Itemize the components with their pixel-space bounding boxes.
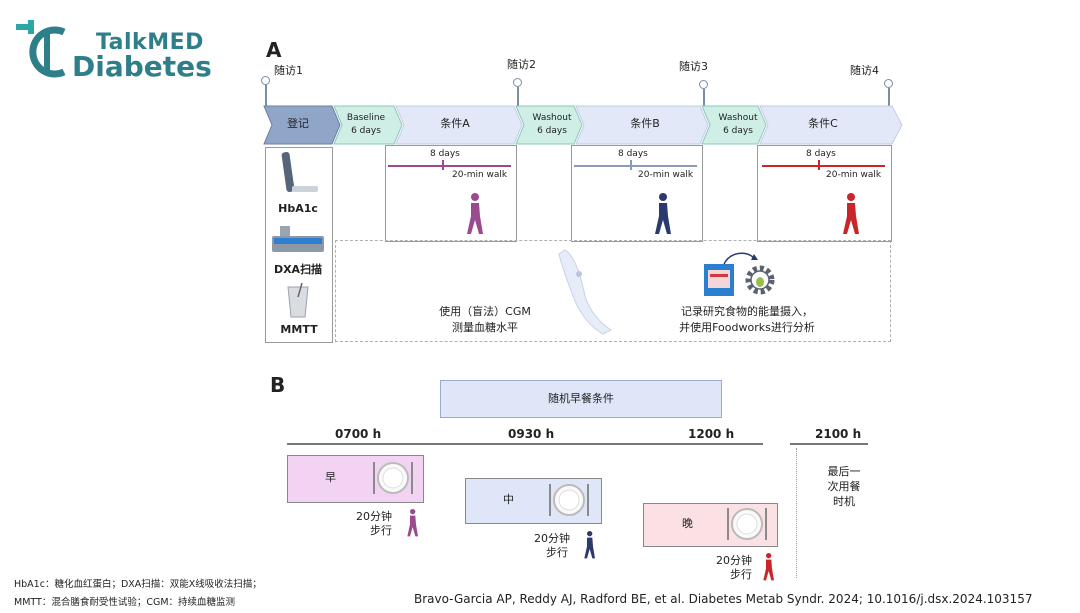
- logo-mark-icon: [16, 20, 66, 78]
- food-text-line-2: 并使用Foodworks进行分析: [679, 321, 815, 334]
- phase-chevron-cond-c: [759, 105, 903, 145]
- condition-a-days: 8 days: [430, 149, 460, 159]
- logo-text-talkmed: TalkMED: [96, 30, 204, 55]
- last-meal-label: 最后一 次用餐 时机: [827, 465, 861, 508]
- visit-pin-line-4: [888, 88, 890, 107]
- phase-chevron-washout-2: [701, 105, 767, 145]
- cgm-arm-icon: [558, 249, 612, 335]
- phase-chevron-baseline: [333, 105, 403, 145]
- walk-dinner-line-1: 20分钟: [716, 554, 752, 567]
- visit-pin-4: [884, 79, 893, 88]
- food-diary-icon: [704, 264, 734, 296]
- condition-c-walk: 20-min walk: [826, 170, 882, 180]
- walk-lunch-line-1: 20分钟: [534, 532, 570, 545]
- condition-b-line: [574, 165, 697, 167]
- plate-icon-lunch: [549, 484, 589, 516]
- phase-label-washout-2: Washout 6 days: [718, 113, 758, 136]
- phase-label-cond-a: 条件A: [440, 117, 470, 130]
- visit-label-2: 随访2: [507, 58, 536, 71]
- phase-label-enroll: 登记: [287, 117, 309, 130]
- walker-a-icon: [467, 193, 483, 234]
- cgm-text-line-2: 测量血糖水平: [452, 321, 518, 334]
- measure-dxa: DXA扫描: [273, 263, 323, 276]
- condition-b-days: 8 days: [618, 149, 648, 159]
- walker-b-icon: [655, 193, 671, 234]
- visit-pin-line-1: [265, 85, 267, 107]
- dxa-scanner-icon: [272, 226, 324, 252]
- arrow-curve-icon: [723, 252, 758, 265]
- plate-icon-dinner: [727, 508, 767, 540]
- walker-lunch-icon: [584, 531, 595, 559]
- visit-pin-line-2: [517, 87, 519, 107]
- visit-pin-2: [513, 78, 522, 87]
- logo-text-diabetes: Diabetes: [72, 50, 212, 83]
- cgm-text-line-1: 使用（盲法）CGM: [439, 305, 531, 318]
- condition-b-walk: 20-min walk: [638, 170, 694, 180]
- condition-b-tick: [630, 160, 632, 170]
- visit-pin-line-3: [703, 89, 705, 107]
- walk-dinner-line-2: 步行: [730, 568, 752, 581]
- time-label-1200: 1200 h: [688, 427, 735, 441]
- phase-label-baseline: Baseline 6 days: [346, 113, 386, 136]
- phase-chevron-cond-a: [395, 105, 523, 145]
- phase-chevron-cond-b: [575, 105, 709, 145]
- visit-label-1: 随访1: [274, 64, 303, 77]
- walk-lunch-line-2: 步行: [546, 546, 568, 559]
- visit-pin-1: [261, 76, 270, 85]
- walker-c-icon: [843, 193, 859, 234]
- condition-a-box: [385, 145, 517, 242]
- condition-c-line: [762, 165, 885, 167]
- plate-icon-breakfast: [373, 462, 413, 494]
- condition-c-days: 8 days: [806, 149, 836, 159]
- time-label-0930: 0930 h: [508, 427, 555, 441]
- mmtt-drink-icon: [287, 283, 309, 318]
- panel-b-letter: B: [270, 373, 286, 397]
- condition-a-line: [388, 165, 511, 167]
- monitoring-region: [335, 240, 891, 342]
- condition-c-tick: [818, 160, 820, 170]
- visit-label-4: 随访4: [850, 64, 879, 77]
- citation: Bravo-Garcia AP, Reddy AJ, Radford BE, e…: [414, 592, 1033, 606]
- walk-breakfast-line-1: 20分钟: [356, 510, 392, 523]
- time-dotted-divider: [796, 448, 797, 578]
- phase-label-cond-c: 条件C: [808, 117, 838, 130]
- time-label-2100: 2100 h: [815, 427, 862, 441]
- visit-pin-3: [699, 80, 708, 89]
- measure-mmtt: MMTT: [280, 323, 318, 336]
- footnote-line-2: MMTT：混合膳食耐受性试验；CGM：持续血糖监测: [14, 597, 236, 608]
- phase-chevron-washout-1: [515, 105, 583, 145]
- random-breakfast-box: 随机早餐条件: [440, 380, 722, 418]
- condition-a-tick: [442, 160, 444, 170]
- talkmed-logo: [14, 20, 194, 80]
- walker-breakfast-icon: [407, 509, 418, 537]
- phase-label-washout-1: Washout 6 days: [532, 113, 572, 136]
- meal-label-dinner: 晚: [682, 517, 693, 530]
- condition-c-box: [757, 145, 892, 242]
- panel-a-letter: A: [266, 38, 282, 62]
- phase-chevron-enroll: [263, 105, 341, 145]
- meal-label-breakfast: 早: [325, 471, 336, 484]
- condition-a-walk: 20-min walk: [452, 170, 508, 180]
- phase-label-cond-b: 条件B: [630, 117, 660, 130]
- meal-label-lunch: 中: [503, 493, 514, 506]
- food-text-line-1: 记录研究食物的能量摄入，: [681, 305, 813, 318]
- measure-hba1c: HbA1c: [278, 202, 318, 215]
- walk-breakfast-line-2: 步行: [370, 524, 392, 537]
- visit-label-3: 随访3: [679, 60, 708, 73]
- walker-dinner-icon: [763, 553, 774, 581]
- time-label-0700: 0700 h: [335, 427, 382, 441]
- time-axis-tail: [790, 443, 868, 445]
- hba1c-device-icon: [281, 152, 318, 192]
- analysis-gear-icon: [745, 265, 775, 295]
- time-axis: [287, 443, 763, 445]
- phase-timeline: [263, 105, 903, 145]
- footnote-line-1: HbA1c：糖化血红蛋白；DXA扫描：双能X线吸收法扫描；: [14, 579, 262, 590]
- condition-b-box: [571, 145, 703, 242]
